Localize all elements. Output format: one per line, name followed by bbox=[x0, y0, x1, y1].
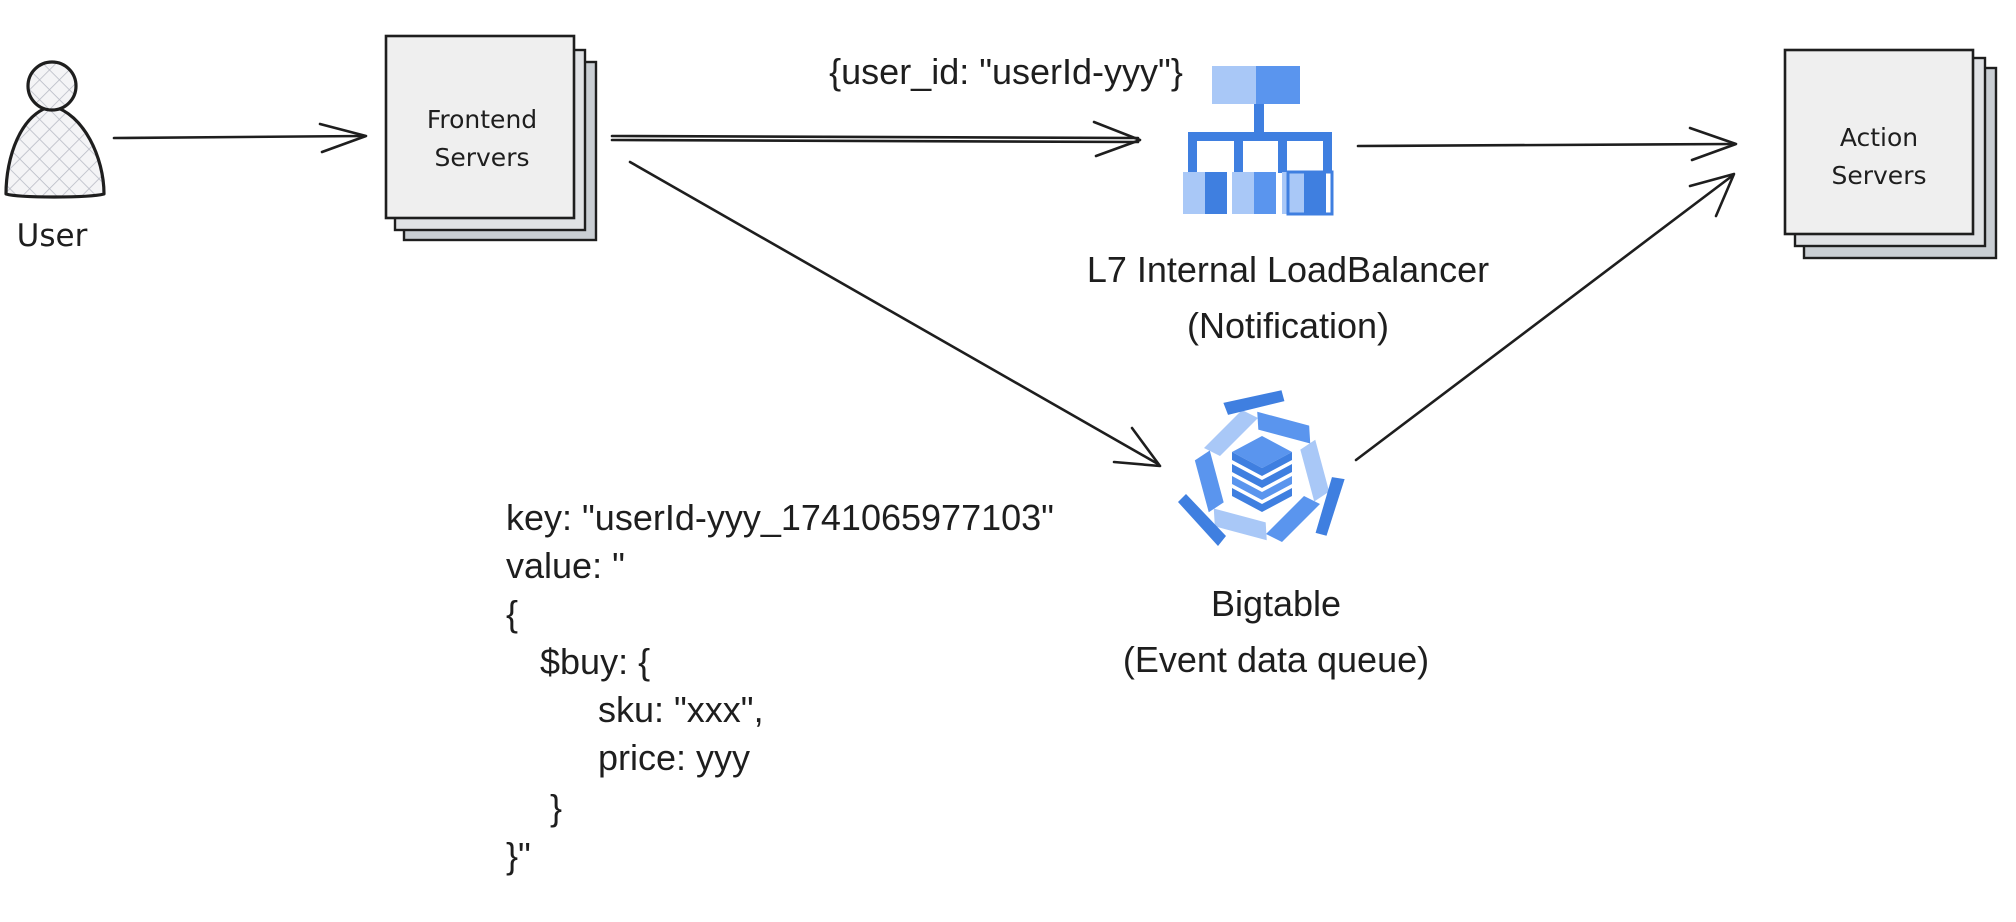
frontend-label-line1: Frontend bbox=[427, 105, 537, 134]
record-line-outer-close: }" bbox=[506, 835, 531, 876]
record-line-price: price: yyy bbox=[598, 737, 750, 778]
load-balancer-node[interactable]: L7 Internal LoadBalancer (Notification) bbox=[1087, 66, 1489, 346]
record-line-open-brace: { bbox=[506, 593, 518, 634]
edge-payload-label: {user_id: "userId-yyy"} bbox=[829, 51, 1183, 92]
load-balancer-icon bbox=[1183, 66, 1334, 216]
bigtable-label-line2: (Event data queue) bbox=[1123, 639, 1429, 680]
bigtable-icon bbox=[1178, 390, 1345, 546]
user-icon bbox=[4, 60, 106, 199]
action-label-line1: Action bbox=[1840, 123, 1918, 152]
record-code-block: key: "userId-yyy_1741065977103" value: "… bbox=[506, 497, 1054, 876]
action-servers-node[interactable]: Action Servers bbox=[1783, 48, 1998, 260]
user-label: User bbox=[17, 218, 88, 254]
user-node[interactable]: User bbox=[4, 60, 106, 254]
arrow-load-balancer-to-action bbox=[1356, 126, 1738, 162]
frontend-servers-node[interactable]: Frontend Servers bbox=[384, 34, 598, 242]
frontend-stack-front bbox=[384, 34, 576, 220]
record-line-key: key: "userId-yyy_1741065977103" bbox=[506, 497, 1054, 538]
arrow-user-to-frontend bbox=[112, 122, 368, 154]
record-line-buy: $buy: { bbox=[540, 641, 650, 682]
load-balancer-label-line1: L7 Internal LoadBalancer bbox=[1087, 249, 1489, 290]
action-stack-front bbox=[1783, 48, 1975, 236]
bigtable-stack bbox=[1232, 436, 1292, 512]
action-label-line2: Servers bbox=[1831, 161, 1926, 190]
bigtable-label-line1: Bigtable bbox=[1211, 583, 1341, 624]
bigtable-node[interactable]: Bigtable (Event data queue) bbox=[1123, 368, 1429, 680]
record-line-value: value: " bbox=[506, 545, 625, 586]
frontend-label-line2: Servers bbox=[434, 143, 529, 172]
arrow-bigtable-to-action bbox=[1354, 172, 1736, 462]
record-line-sku: sku: "xxx", bbox=[598, 689, 764, 730]
load-balancer-label-line2: (Notification) bbox=[1187, 305, 1389, 346]
arrow-frontend-to-bigtable bbox=[628, 160, 1162, 468]
record-line-inner-close: } bbox=[550, 787, 562, 828]
arrow-frontend-to-load-balancer bbox=[610, 120, 1142, 158]
